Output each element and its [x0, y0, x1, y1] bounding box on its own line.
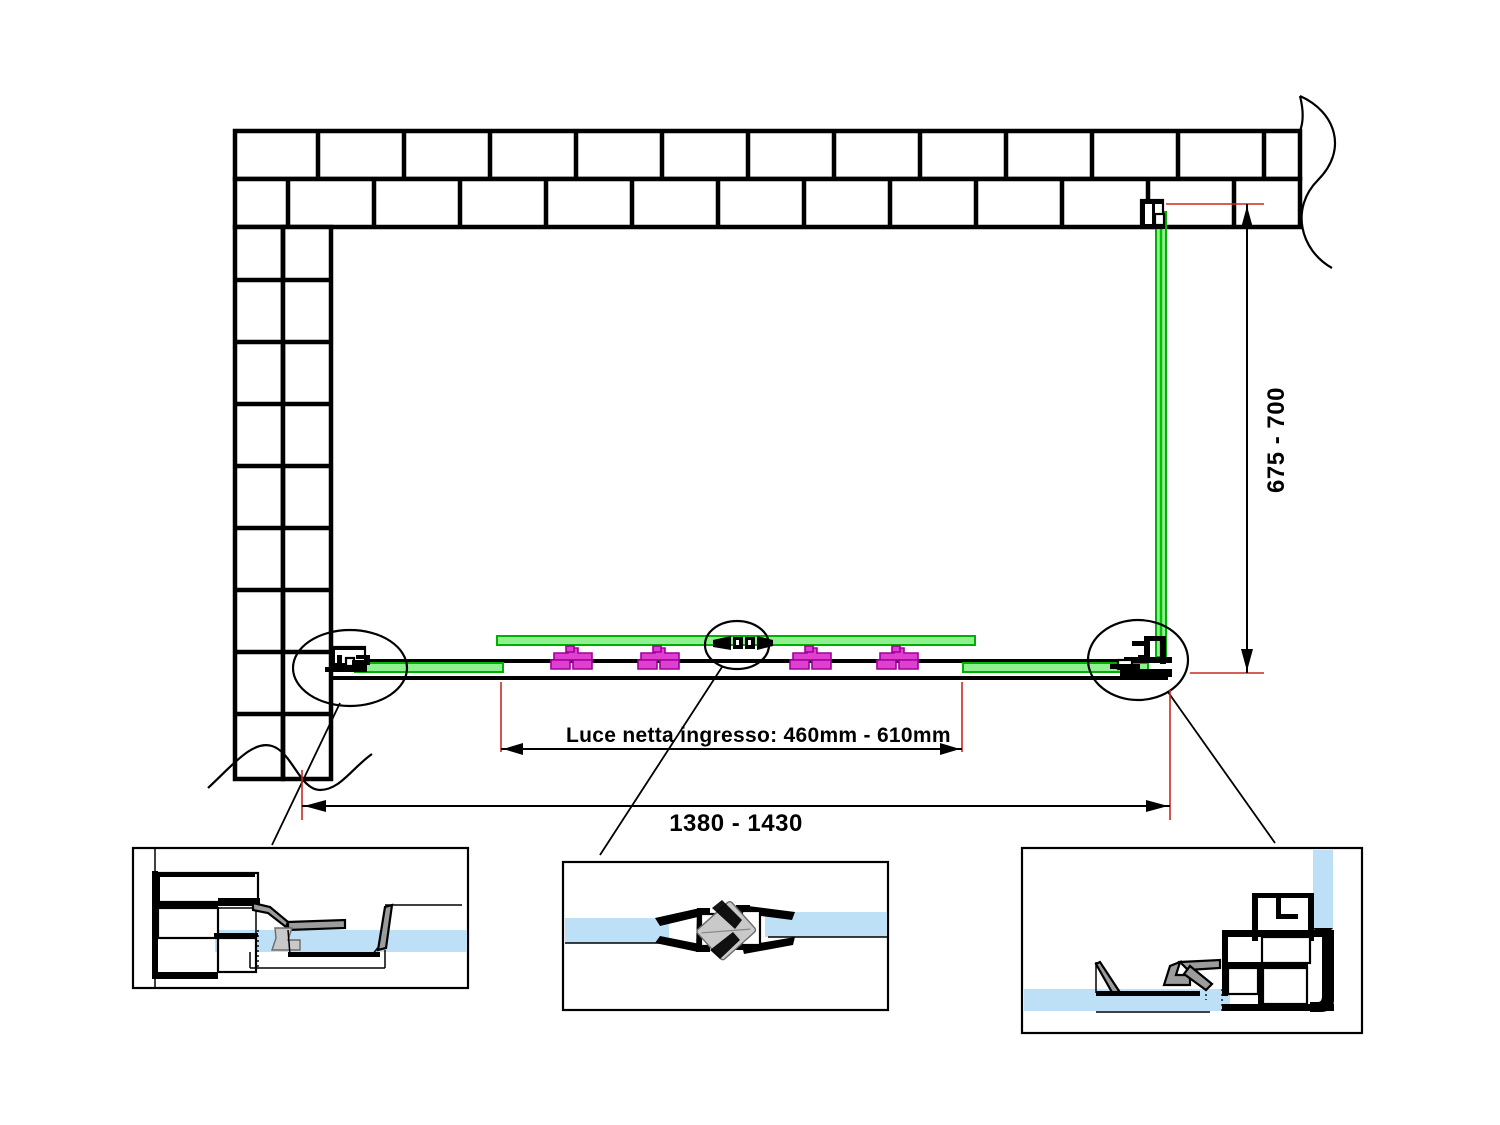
callout-ellipse-right — [1086, 618, 1190, 702]
fixed-panel-right-vertical — [1155, 211, 1167, 658]
roller-assembly-1 — [550, 645, 593, 670]
detail-box-center — [561, 860, 890, 1012]
roller-assembly-3 — [789, 645, 832, 670]
dimension-clear-entry-label: Luce netta ingresso: 460mm - 610mm — [566, 724, 951, 747]
break-line-top-right — [1298, 94, 1337, 269]
detail-box-right — [1020, 846, 1364, 1035]
dimension-depth-label: 675 - 700 — [1263, 387, 1290, 493]
fixed-panel-left — [354, 662, 504, 673]
roller-assembly-4 — [876, 645, 919, 670]
dimension-width-label: 1380 - 1430 — [669, 810, 803, 837]
dimension-horizontal-width: 1380 - 1430 — [301, 690, 1171, 837]
dimension-clear-entry: Luce netta ingresso: 460mm - 610mm — [500, 682, 963, 755]
left-end-wall-profile — [325, 645, 370, 672]
center-seal-marker — [713, 636, 773, 650]
leader-line-center — [599, 666, 723, 856]
detail-box-left — [131, 846, 470, 990]
top-wall-bracket — [1139, 198, 1166, 230]
track-assembly — [331, 659, 1168, 680]
roller-assembly-2 — [637, 645, 680, 670]
break-line-bottom-left — [207, 744, 373, 792]
leader-line-left — [271, 702, 341, 846]
fixed-panel-right — [962, 662, 1149, 673]
dimension-vertical-depth: 675 - 700 — [1166, 203, 1290, 674]
wall-top-brickwork — [232, 128, 1303, 230]
wall-left-brickwork — [232, 224, 334, 782]
right-corner-post-profile — [1110, 636, 1172, 677]
leader-line-right — [1167, 691, 1276, 844]
callout-ellipse-left — [291, 628, 409, 708]
callout-ellipse-center — [703, 619, 771, 671]
